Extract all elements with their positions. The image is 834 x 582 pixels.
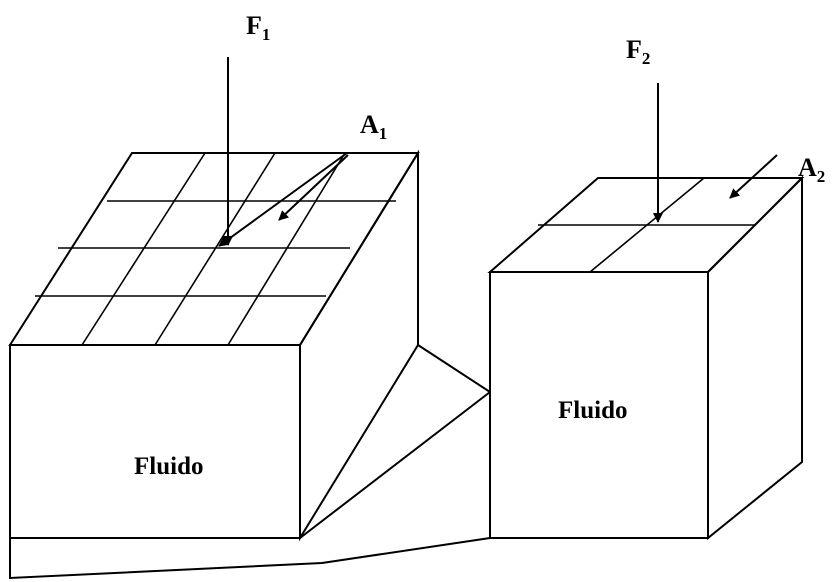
force-1-label: F1 <box>246 11 270 44</box>
fluid-2-label: Fluido <box>558 397 627 424</box>
tube-bottom-edge <box>9 537 491 580</box>
area-2-pointer-arrow <box>729 154 778 199</box>
area-1-pointer-arrow-a <box>218 152 348 247</box>
tube-upper-edge <box>417 344 491 393</box>
right-container <box>487 175 805 541</box>
area-1-pointer-arrow-b <box>278 154 349 221</box>
connecting-tube <box>9 344 491 580</box>
force-2-label: F2 <box>626 35 650 68</box>
left-container-top-face <box>8 152 420 346</box>
area-1-grid <box>35 152 396 346</box>
tube-lower-edge <box>299 391 491 539</box>
fluid-1-label: Fluido <box>134 453 203 480</box>
area-2-grid <box>538 177 755 273</box>
right-container-side-face <box>707 175 803 541</box>
area-2-label: A2 <box>798 153 825 186</box>
left-container-side-face <box>299 149 419 542</box>
area-1-label: A1 <box>360 110 387 143</box>
left-container <box>8 149 420 542</box>
left-container-front-face <box>9 344 301 539</box>
